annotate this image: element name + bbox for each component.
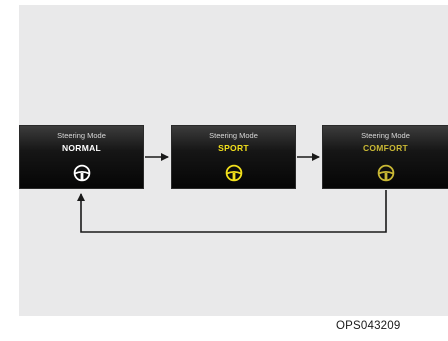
figure-code: OPS043209	[336, 320, 401, 332]
mode-caption: Steering Mode	[209, 131, 258, 140]
mode-value-normal: NORMAL	[61, 143, 102, 153]
steering-wheel-icon	[377, 164, 394, 182]
mode-value-sport: SPORT	[218, 143, 249, 153]
mode-caption: Steering Mode	[57, 131, 106, 140]
mode-value-comfort: COMFORT	[362, 143, 409, 153]
mode-box-normal: Steering Mode NORMAL	[19, 125, 144, 189]
mode-caption: Steering Mode	[361, 131, 410, 140]
mode-box-sport: Steering Mode SPORT	[171, 125, 296, 189]
arrow-comfort-to-normal	[77, 190, 387, 233]
steering-wheel-icon	[225, 164, 242, 182]
steering-wheel-icon	[73, 164, 90, 182]
mode-box-comfort: Steering Mode COMFORT	[322, 125, 448, 189]
